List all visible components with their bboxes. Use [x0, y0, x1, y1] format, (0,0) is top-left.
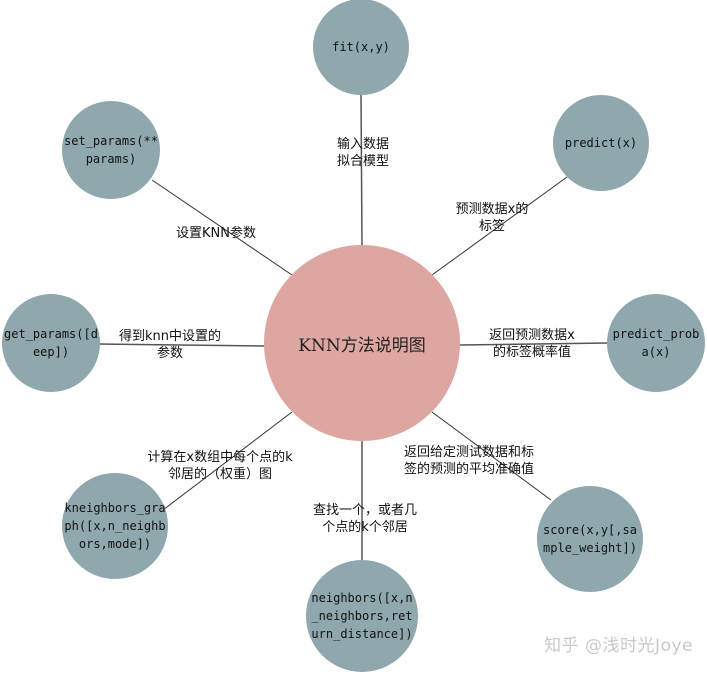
node-set-params: set_params(**params) — [62, 101, 160, 199]
edge-predict-proba — [459, 342, 608, 346]
edge-label-fit: 输入数据 拟合模型 — [336, 137, 389, 169]
center-label: KNN方法说明图 — [298, 335, 426, 356]
edge-label-get-params: 得到knn中设置的 参数 — [118, 329, 221, 361]
node-fit-label: fit(x,y) — [332, 40, 390, 54]
center-node: KNN方法说明图 — [264, 245, 460, 441]
node-predict-label: predict(x) — [564, 136, 638, 150]
edge-fit — [360, 94, 363, 246]
edge-label-neighbors: 查找一个，或者几 个点的k个邻居 — [312, 503, 417, 535]
node-set-params-label: set_params(**params) — [64, 134, 158, 166]
node-neighbors-label: neighbors([x,n_neighbors,return_distance… — [311, 591, 413, 641]
edge-predict — [431, 176, 568, 276]
node-fit: fit(x,y) — [313, 0, 409, 95]
edge-set-params — [151, 179, 293, 276]
node-get-params: get_params([deep]) — [2, 294, 100, 392]
edge-score — [431, 411, 552, 501]
edge-label-predict-proba: 返回预测数据x 的标签概率值 — [489, 328, 575, 360]
node-predict-proba-label: predict_proba(x) — [612, 327, 700, 359]
node-kneighbors-graph: kneighbors_graph([x,n_neighbors,mode]) — [62, 473, 168, 579]
edge-get-params — [97, 343, 265, 347]
node-score-label: score(x,y[,sample_weight]) — [543, 523, 637, 555]
edge-kneighbors-graph — [162, 411, 293, 511]
node-predict-proba: predict_proba(x) — [607, 294, 705, 392]
edge-label-predict: 预测数据x的 标签 — [455, 202, 529, 234]
node-neighbors: neighbors([x,n_neighbors,return_distance… — [306, 560, 418, 672]
node-score: score(x,y[,sample_weight]) — [537, 486, 643, 592]
edge-label-score: 返回给定测试数据和标 签的预测的平均准确值 — [404, 445, 535, 477]
node-predict: predict(x) — [553, 95, 649, 191]
edge-label-set-params: 设置KNN参数 — [176, 226, 256, 241]
edge-label-kneighbors-graph: 计算在x数组中每个点的k 邻居的（权重）图 — [147, 450, 293, 482]
node-get-params-label: get_params([deep]) — [4, 327, 98, 359]
node-kneighbors-graph-label: kneighbors_graph([x,n_neighbors,mode]) — [64, 501, 166, 551]
watermark: 知乎 @浅时光Joye — [544, 636, 693, 656]
